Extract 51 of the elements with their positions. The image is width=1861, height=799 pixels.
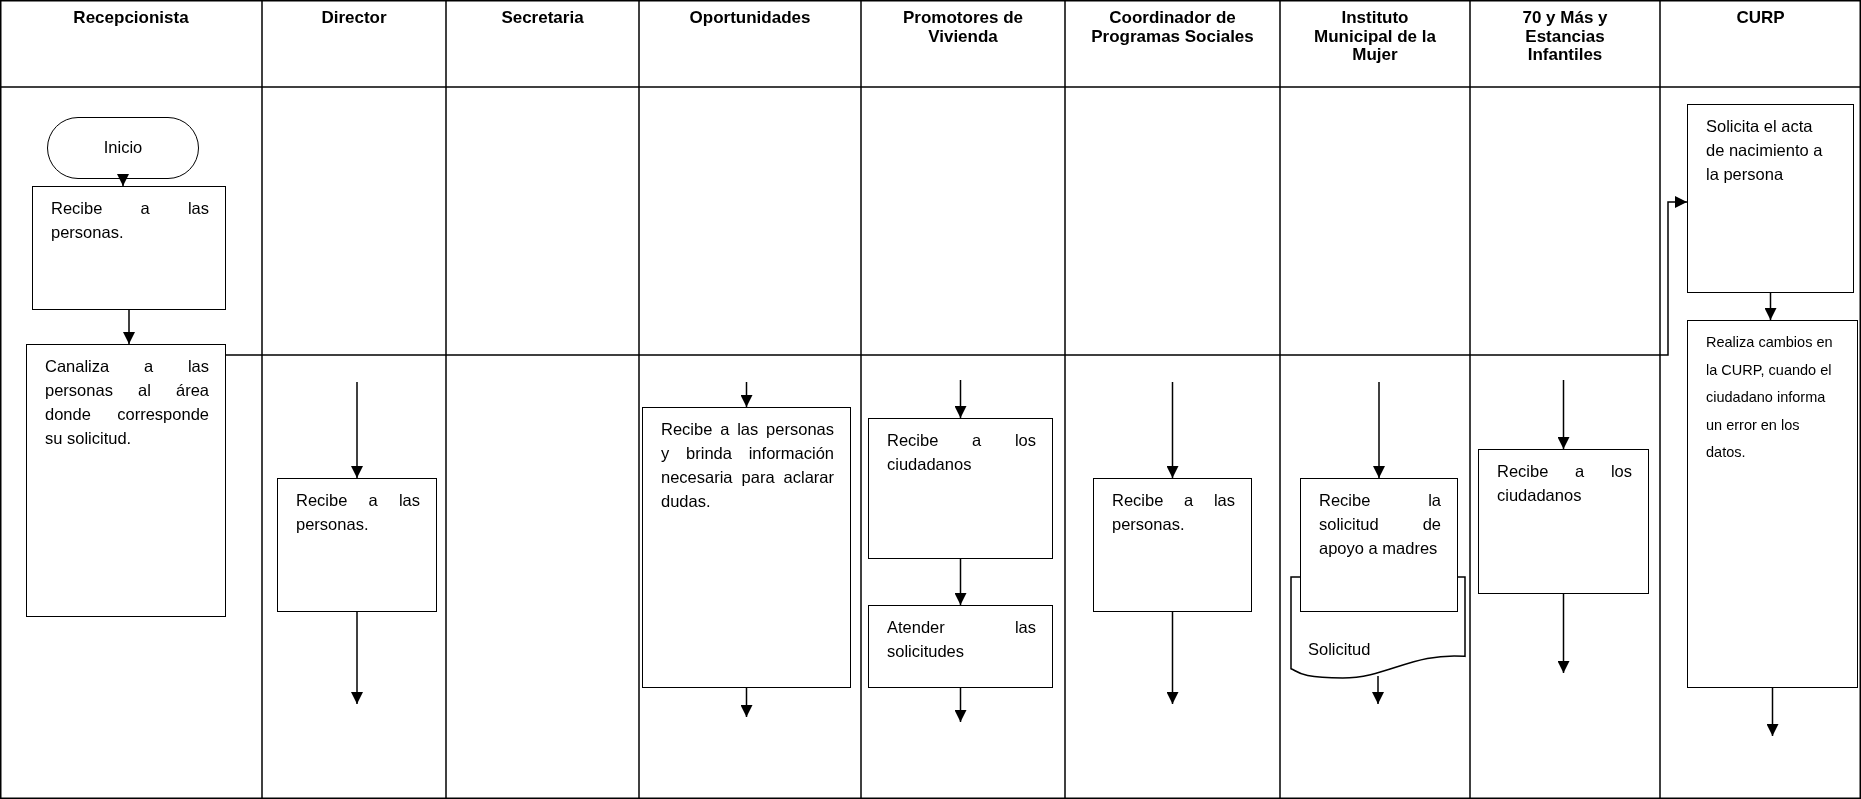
process-box	[26, 344, 226, 617]
lane-heading: 70 y Más y Estancias Infantiles	[1521, 9, 1609, 66]
process-box	[1478, 449, 1649, 594]
process-box	[32, 186, 226, 310]
process-box	[1093, 478, 1252, 612]
arrow	[1372, 675, 1384, 705]
step-text: Solicitud	[1307, 639, 1372, 660]
lane-heading: Secretaria	[500, 9, 585, 28]
step-text: Recibe a las personas.	[50, 198, 210, 243]
step-text: Recibe a los ciudadanos	[1496, 461, 1633, 506]
arrow	[740, 381, 753, 408]
process-box	[1687, 320, 1858, 688]
step-text: Recibe a las personas.	[1111, 490, 1236, 535]
lane-heading: Recepcionista	[72, 9, 190, 28]
step-text: Recibe a los ciudadanos	[886, 430, 1037, 475]
process-box	[1687, 104, 1854, 293]
lane-heading: Director	[320, 9, 388, 28]
arrow	[1373, 381, 1385, 479]
arrow	[351, 611, 363, 705]
step-text: Atender las solicitudes	[886, 617, 1037, 662]
arrow	[954, 379, 967, 419]
lane-heading: Instituto Municipal de la Mujer	[1313, 9, 1437, 66]
arrow	[1766, 687, 1779, 737]
arrow	[954, 558, 967, 606]
lane-heading: Promotores de Vivienda	[902, 9, 1024, 47]
arrow	[1557, 379, 1570, 450]
lane-heading: Coordinador de Programas Sociales	[1090, 9, 1255, 47]
arrow	[1166, 611, 1179, 705]
arrow	[351, 381, 363, 479]
arrow	[740, 687, 753, 718]
arrow	[954, 687, 967, 723]
lane-heading: Oportunidades	[688, 9, 812, 28]
process-box	[1300, 478, 1458, 612]
step-text: Solicita el acta de nacimiento a la persona	[1705, 116, 1824, 185]
arrow	[1764, 292, 1777, 321]
arrow	[123, 309, 135, 345]
process-box	[277, 478, 437, 612]
process-box	[868, 418, 1053, 559]
arrow	[1557, 593, 1570, 674]
process-box	[642, 407, 851, 688]
lane-heading: CURP	[1735, 9, 1786, 28]
step-text: Canaliza a las personas al área donde corresponde su solicitud.	[44, 356, 210, 449]
step-text: Recibe la solicitud de apoyo a madres	[1318, 490, 1442, 559]
step-text: Recibe a las personas.	[295, 490, 421, 535]
step-text: Realiza cambios en la CURP, cuando el ciudadano informa un error en los datos.	[1705, 333, 1834, 463]
arrow	[117, 174, 129, 187]
process-box	[868, 605, 1053, 688]
arrow	[225, 196, 1688, 356]
step-text: Recibe a las personas y brinda información necesaria para aclarar dudas.	[660, 419, 835, 512]
arrow	[1166, 381, 1179, 479]
step-text: Inicio	[103, 137, 143, 159]
